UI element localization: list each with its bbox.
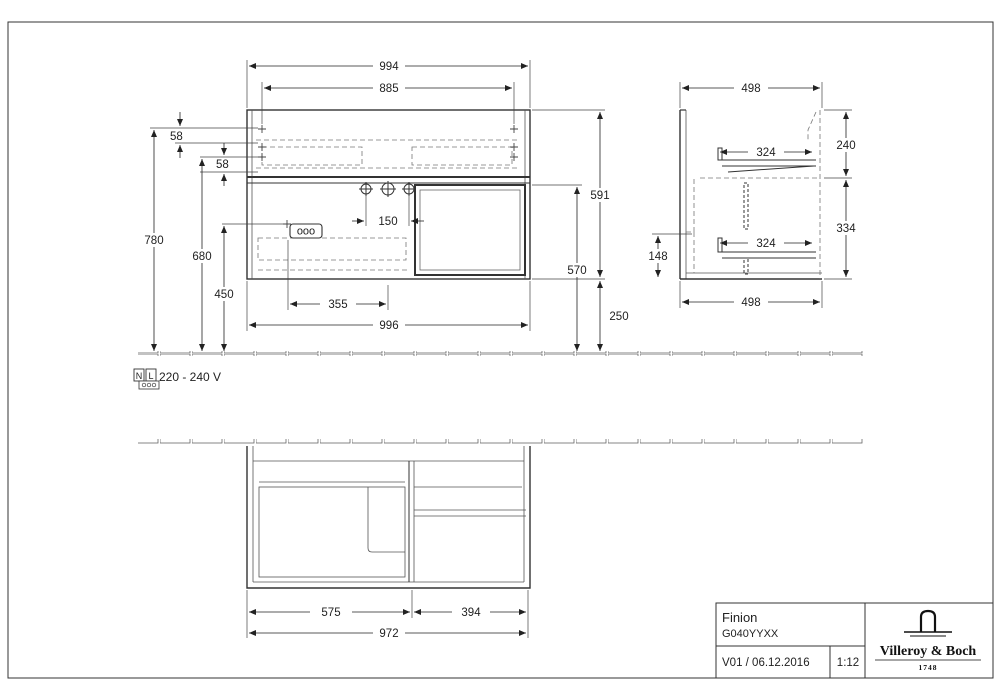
brand-name: Villeroy & Boch <box>880 644 977 659</box>
product-name: Finion <box>722 610 757 625</box>
dim-780: 780 <box>144 235 163 247</box>
floor-line-upper <box>138 351 864 356</box>
dim-575: 575 <box>321 607 340 619</box>
villeroy-boch-logo-icon <box>904 609 952 637</box>
front-right-compartment <box>414 184 526 276</box>
terminal-n: N <box>136 371 143 381</box>
dim-240: 240 <box>836 140 855 152</box>
dim-570: 570 <box>567 265 586 277</box>
side-view: 498 324 324 240 334 148 498 <box>645 82 859 309</box>
dim-58-upper: 58 <box>170 131 183 143</box>
mounting-points <box>258 125 518 228</box>
tap-connection-icon <box>359 181 416 197</box>
version-date: V01 / 06.12.2016 <box>722 657 810 669</box>
drawing-scale: 1:12 <box>837 657 859 669</box>
dim-58-lower: 58 <box>216 159 229 171</box>
brand-year: 1748 <box>919 663 938 672</box>
electrical-connection-icon: N L <box>133 368 160 390</box>
floor-line-lower <box>138 439 864 444</box>
dim-324-lower: 324 <box>756 238 776 250</box>
dim-355: 355 <box>328 299 347 311</box>
dim-972: 972 <box>379 628 398 640</box>
title-block: Finion G040YYXX V01 / 06.12.2016 1:12 Vi… <box>715 602 994 679</box>
socket-icon: ooo <box>289 223 323 239</box>
dim-996: 996 <box>379 320 398 332</box>
front-view: ooo 994 885 58 58 780 680 <box>140 60 632 351</box>
dim-394: 394 <box>461 607 481 619</box>
sheet-border <box>7 21 994 679</box>
product-code: G040YYXX <box>722 628 779 640</box>
dim-680: 680 <box>192 251 211 263</box>
dim-334: 334 <box>836 223 856 235</box>
terminal-l: L <box>148 371 153 381</box>
top-view: 575 394 972 <box>246 446 531 640</box>
dim-250: 250 <box>609 311 628 323</box>
front-cabinet-outline <box>246 109 531 280</box>
dim-591: 591 <box>590 190 609 202</box>
dim-994: 994 <box>379 61 399 73</box>
dim-150: 150 <box>378 216 397 228</box>
dim-498-top: 498 <box>741 83 760 95</box>
dim-148: 148 <box>648 251 667 263</box>
dim-450: 450 <box>214 289 233 301</box>
voltage-label: 220 - 240 V <box>159 370 221 384</box>
dim-885: 885 <box>379 83 398 95</box>
dim-498-bottom: 498 <box>741 297 760 309</box>
socket-holes-text: ooo <box>297 226 315 238</box>
dim-324-upper: 324 <box>756 147 776 159</box>
